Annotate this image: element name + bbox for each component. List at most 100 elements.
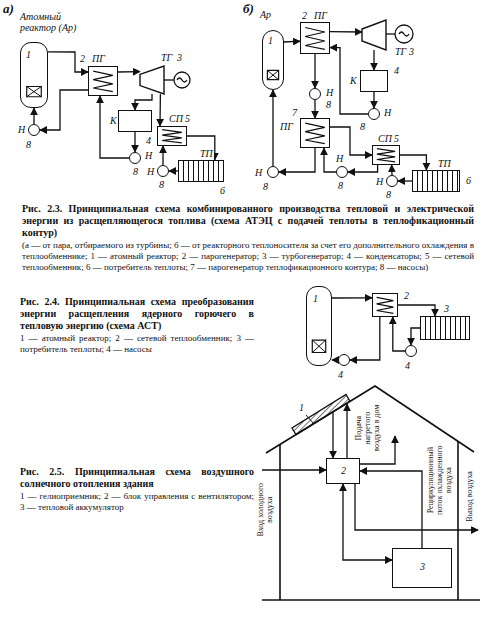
flow-label: Подача нагретого воздуха в дом: [355, 402, 381, 454]
pipe-connector: [360, 471, 422, 548]
component-label: Ар: [259, 9, 272, 20]
heat-exchanger: СП5: [157, 126, 187, 146]
component-label: 8: [25, 139, 32, 150]
heat-consumer: ТП6: [178, 160, 224, 182]
component-label: Н: [254, 167, 263, 178]
component-label: Н: [375, 176, 384, 187]
generator-wave: [177, 78, 187, 82]
pump-symbol: Н8: [129, 152, 141, 164]
pipe-connector: [159, 94, 161, 126]
flow-label: Рециркуляционный поток охлажденного возд…: [427, 442, 453, 518]
component-label: 5: [184, 113, 191, 124]
pump-symbol: Н8: [309, 88, 321, 100]
component-label: ТГ: [160, 52, 173, 63]
generator-symbol: [174, 72, 190, 88]
reactor-vessel: 1: [306, 286, 332, 366]
pipe-connector: [314, 100, 315, 118]
figure-caption: Рис. 2.4. Принципиальная схема преобразо…: [20, 296, 254, 332]
pipe-connector: [162, 146, 163, 165]
component-label: 1: [312, 293, 319, 304]
pipe-connector: [391, 165, 393, 175]
pump-symbol: Н8: [368, 108, 380, 120]
component-label: 7: [291, 107, 298, 118]
pipe-connector: [284, 41, 300, 43]
pipe-connector: [411, 328, 420, 345]
component-label: 4: [404, 360, 411, 371]
component-label: Н: [146, 166, 155, 177]
pump-symbol: Н8: [267, 166, 279, 178]
component-label: 4: [145, 135, 152, 146]
heat-consumer: 3: [420, 316, 470, 340]
pipe-connector: [134, 132, 135, 152]
component-label: 4: [393, 65, 400, 76]
pipe-connector: [373, 50, 374, 70]
pipe-connector: [279, 148, 315, 172]
unit-box: К4: [360, 70, 388, 92]
pipe-connector: [332, 297, 372, 299]
generator-symbol: [395, 25, 413, 43]
pump-symbol: Н8: [157, 165, 169, 177]
component-label: Н: [335, 153, 344, 164]
callout-number: 1: [298, 402, 305, 413]
unit-box: 2: [326, 458, 360, 484]
air-inlet: [262, 469, 326, 470]
component-label: 8: [359, 121, 366, 132]
figure-letter: а): [3, 2, 14, 16]
pipe-connector: [343, 484, 392, 560]
component-label: ПГ: [313, 10, 328, 21]
pipe-connector: [100, 96, 129, 158]
component-label: Н: [325, 87, 334, 98]
heat-exchanger: ПГ2: [88, 66, 118, 96]
ground-line: [262, 599, 480, 601]
pipe-connector: [393, 317, 405, 351]
component-label: 1: [25, 49, 32, 60]
heat-exchanger: ПГ7: [300, 118, 330, 148]
component-title: Атомный реактор (Ар): [19, 11, 91, 33]
component-label: ПГ: [279, 121, 294, 132]
pipe-connector: [330, 48, 368, 114]
component-label: СП: [377, 133, 393, 144]
generator-wave: [399, 32, 409, 36]
shaft: [386, 33, 395, 34]
component-label: 6: [465, 175, 472, 186]
pipe-connector: [348, 165, 378, 172]
pump-symbol: 4: [338, 354, 350, 366]
turbine: ТГ3: [362, 20, 386, 50]
pipe-connector: [400, 155, 426, 170]
pipe-connector: [373, 92, 374, 108]
component-label: 8: [325, 99, 332, 110]
pump-symbol: Н8: [336, 166, 348, 178]
pipe-connector: [169, 170, 178, 171]
caption-legend: 1 — гелиоприемник; 2 — блок управления с…: [20, 491, 254, 513]
turbine: ТГ3: [140, 66, 164, 94]
pipe-connector: [314, 54, 315, 88]
component-label: 3: [408, 46, 415, 57]
component-label: Н: [17, 124, 26, 135]
component-label: 8: [262, 181, 269, 192]
heat-exchanger: ПГ2: [300, 22, 330, 54]
pipe-connector: [118, 71, 140, 73]
component-label: Н: [383, 107, 392, 118]
air-duct: [346, 404, 347, 458]
pipe-connector: [48, 52, 88, 72]
component-label: 4: [337, 369, 344, 380]
figure-caption: Рис. 2.5. Принципиальная схема воздушног…: [20, 466, 254, 490]
component-label: 6: [219, 185, 226, 196]
caption-legend: (а — от пара, отбираемого из турбины; б …: [22, 240, 474, 272]
component-label: ПГ: [91, 53, 106, 64]
pipe-connector: [33, 108, 34, 124]
house-wall: [457, 441, 459, 600]
pipe-connector: [187, 136, 215, 160]
shaft: [164, 79, 174, 80]
figure-caption: Рис. 2.3. Принципиальная схема комбиниро…: [22, 203, 474, 239]
component-label: К: [109, 115, 118, 126]
house-wall: [279, 444, 281, 600]
unit-box: К4: [118, 110, 152, 132]
figure-letter: б): [243, 2, 254, 16]
reactor-vessel: Ар1: [262, 30, 284, 90]
pipe-connector: [135, 94, 152, 110]
component-label: СП: [168, 113, 184, 124]
flow-label: Вход холодного воздуха: [257, 478, 275, 542]
component-label: К: [349, 75, 358, 86]
